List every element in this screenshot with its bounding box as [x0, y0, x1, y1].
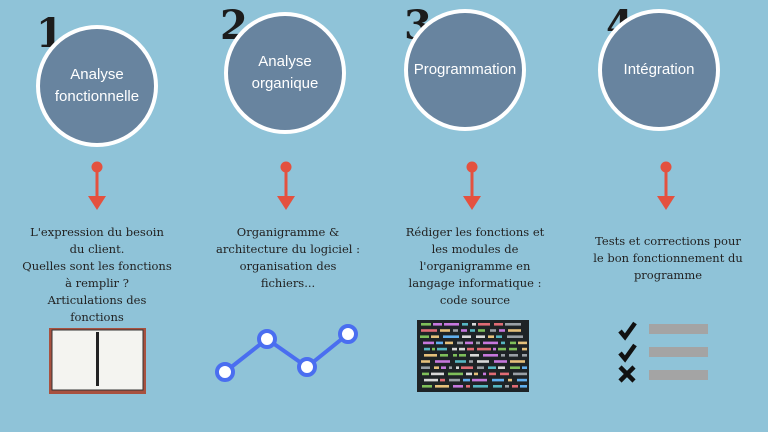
step-title-line: organique: [251, 75, 319, 92]
down-arrow-icon: [277, 161, 295, 210]
step-circle: Intégration: [598, 9, 720, 131]
down-arrow-icon: [463, 161, 481, 210]
step-description: Tests et corrections pour le bon fonctio…: [593, 234, 743, 282]
step-3: 3 Programmation Rédiger les fonctions et…: [384, 0, 576, 432]
step-title-line: Analyse: [70, 66, 124, 84]
step-1: 1 Analyse fonctionnelle L'expression du …: [0, 0, 192, 432]
step-circle: Analyse organique: [224, 12, 346, 134]
step-circle: Analyse fonctionnelle: [36, 25, 158, 147]
down-arrow-icon: [657, 161, 675, 210]
step-2: 2 Analyse organique Organigramme & archi…: [192, 0, 384, 432]
step-4: 4 Intégration Tests et corrections pour …: [576, 0, 768, 432]
step-circle: Programmation: [404, 9, 526, 131]
open-book-icon: [49, 328, 146, 394]
step-description: Rédiger les fonctions et les modules de …: [405, 225, 545, 307]
step-title-line: Intégration: [623, 61, 695, 79]
step-title-line: Programmation: [413, 61, 517, 79]
step-title-line: fonctionnelle: [54, 88, 140, 105]
step-description: L'expression du besoin du client. Quelle…: [22, 225, 172, 324]
source-code-icon: [417, 320, 529, 392]
step-title-line: Analyse: [258, 53, 312, 71]
line-graph-icon: [215, 324, 358, 382]
checklist-icon: [618, 321, 708, 383]
down-arrow-icon: [88, 161, 106, 210]
step-description: Organigramme & architecture du logiciel …: [216, 225, 360, 290]
